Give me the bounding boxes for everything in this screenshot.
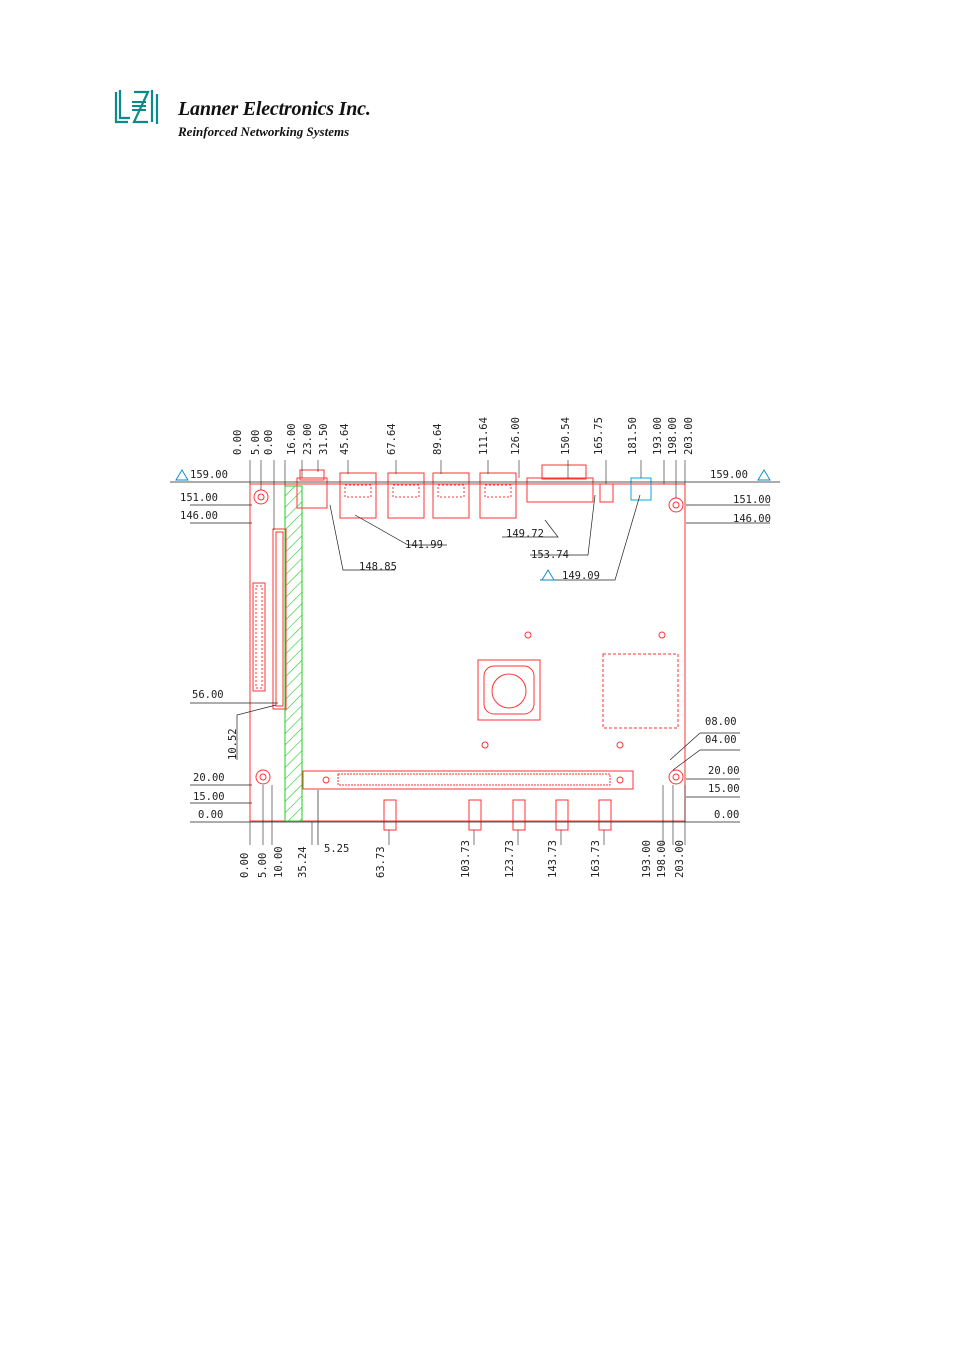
keepout-hatch (284, 485, 303, 822)
right-dimension-label: 0.00 (714, 809, 739, 821)
top-dimension-label: 31.50 (318, 423, 330, 455)
bottom-dimension-label: 5.00 (257, 853, 269, 878)
callout-dimension-label: 149.72 (506, 528, 544, 540)
left-connector-b (272, 528, 287, 710)
rj45-group (339, 472, 517, 519)
left-dimension-label: 10.52 (227, 728, 239, 760)
bottom-dimension-label: 5.25 (324, 843, 349, 855)
callout-dimension-label: 148.85 (359, 561, 397, 573)
bottom-dimension-label: 103.73 (460, 840, 472, 878)
left-dimension-label: 56.00 (192, 689, 224, 701)
callout-dimension-label: 141.99 (405, 539, 443, 551)
bottom-dimension-label: 35.24 (297, 846, 309, 878)
right-dimension-label: 146.00 (733, 513, 771, 525)
callout-dimension-label: 149.09 (562, 570, 600, 582)
board-outline (249, 483, 686, 822)
lei-logo-icon (114, 90, 159, 124)
top-dimension-label: 0.00 (232, 430, 244, 455)
top-dimension-label: 16.00 (286, 423, 298, 455)
bottom-dimension-label: 193.00 (641, 840, 653, 878)
callout-dimension-label: 153.74 (531, 549, 569, 561)
bottom-dimension-label: 123.73 (504, 840, 516, 878)
top-dimension-label: 45.64 (339, 423, 351, 455)
left-dimension-label: 15.00 (193, 791, 225, 803)
bottom-dimension-label: 163.73 (590, 840, 602, 878)
bottom-slot (302, 770, 634, 790)
top-dimension-label: 165.75 (593, 417, 605, 455)
left-dimension-label: 159.00 (190, 469, 228, 481)
top-connector-1 (296, 477, 328, 509)
top-dimension-label: 23.00 (302, 423, 314, 455)
chip-area (602, 653, 679, 729)
top-dimension-label: 203.00 (683, 417, 695, 455)
top-dimension-label: 67.64 (386, 423, 398, 455)
revision-triangles (175, 469, 771, 581)
right-dimension-label: 151.00 (733, 494, 771, 506)
top-dimension-label: 0.00 (263, 430, 275, 455)
bottom-dimension-label: 198.00 (656, 840, 668, 878)
top-dimension-label: 126.00 (510, 417, 522, 455)
left-connector-a (252, 582, 266, 692)
top-dimension-label: 193.00 (652, 417, 664, 455)
mounting-holes (253, 489, 684, 785)
left-dimension-label: 20.00 (193, 772, 225, 784)
power-switch (599, 483, 614, 503)
bottom-dimension-label: 0.00 (239, 853, 251, 878)
company-name: Lanner Electronics Inc. (178, 98, 371, 120)
company-logo: Lanner Electronics Inc. Reinforced Netwo… (112, 86, 412, 146)
left-dimension-label: 0.00 (198, 809, 223, 821)
cpu-socket (477, 659, 541, 721)
top-dimension-label: 5.00 (250, 430, 262, 455)
left-dimension-label: 146.00 (180, 510, 218, 522)
led-connector (630, 477, 652, 501)
bottom-dimension-label: 203.00 (674, 840, 686, 878)
right-dimension-label: 15.00 (708, 783, 740, 795)
right-dimension-label: 08.00 (705, 716, 737, 728)
right-dimension-label: 20.00 (708, 765, 740, 777)
serial-connector (526, 477, 594, 503)
top-dimension-label: 198.00 (667, 417, 679, 455)
right-dimension-label: 159.00 (710, 469, 748, 481)
top-dimension-label: 89.64 (432, 423, 444, 455)
top-dimension-label: 150.54 (560, 417, 572, 455)
top-dimension-label: 111.64 (478, 417, 490, 455)
left-dimension-label: 151.00 (180, 492, 218, 504)
company-tagline: Reinforced Networking Systems (178, 124, 350, 139)
bottom-dimension-label: 10.00 (273, 846, 285, 878)
bottom-dimension-label: 63.73 (375, 846, 387, 878)
right-dimension-label: 04.00 (705, 734, 737, 746)
bottom-dimension-label: 143.73 (547, 840, 559, 878)
top-dimension-label: 181.50 (627, 417, 639, 455)
